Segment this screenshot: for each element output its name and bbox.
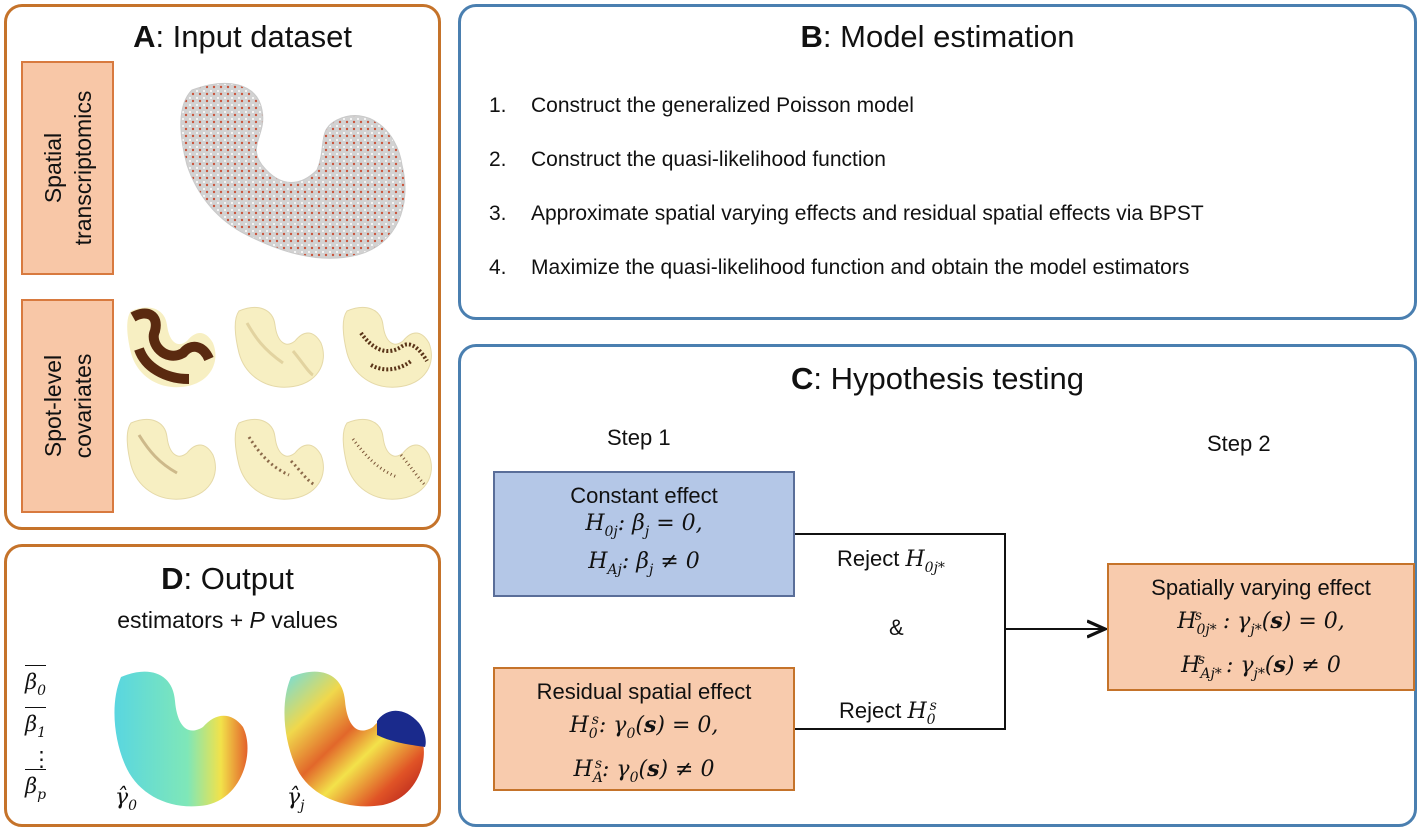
panel-d-subtitle: estimators + P values: [117, 607, 338, 633]
constant-alt-hypothesis: HAj: βj ≠ 0: [588, 549, 700, 578]
connector-residual: [795, 629, 1006, 730]
spatially-varying-effect-box: Spatially varying effect H0j*s : γj*(s) …: [1107, 563, 1415, 691]
reject-h0j-label: Reject H0j*: [837, 546, 945, 576]
covariate-map-6: [342, 419, 432, 500]
estimation-step: 3.Approximate spatial varying effects an…: [489, 202, 1204, 225]
beta-1-hat: β1: [25, 707, 47, 749]
panel-c-title: C: Hypothesis testing: [791, 361, 1084, 396]
residual-null-hypothesis: H0s: γ0(s) = 0,: [569, 712, 719, 742]
svar-alt-hypothesis: HAj*s : γj*(s) ≠ 0: [1181, 652, 1341, 682]
spot-level-covariates-label: Spot-level covariates: [21, 299, 114, 513]
spatial-transcriptomics-label: Spatial transcriptomics: [21, 61, 114, 275]
estimation-step: 4.Maximize the quasi-likelihood function…: [489, 256, 1190, 279]
covariate-maps: [121, 303, 441, 513]
spatial-transcriptomics-map: [180, 82, 406, 259]
panel-model-estimation: B: Model estimation 1.Construct the gene…: [458, 4, 1417, 320]
constant-effect-title: Constant effect: [570, 483, 718, 508]
panel-d-title: D: Output: [161, 561, 294, 596]
covariate-map-2: [234, 307, 324, 388]
panel-hypothesis-testing: C: Hypothesis testing Step 1 Step 2 Cons…: [458, 344, 1417, 827]
panel-output: D: Output estimators + P values β0 β1 ⋮ …: [4, 544, 441, 827]
residual-spatial-effect-box: Residual spatial effect H0s: γ0(s) = 0, …: [493, 667, 795, 791]
beta-0-hat: β0: [25, 665, 47, 707]
covariate-map-4: [126, 419, 216, 500]
step-1-label: Step 1: [607, 425, 671, 450]
constant-null-hypothesis: H0j: βj = 0,: [585, 511, 703, 540]
panel-b-title: B: Model estimation: [800, 19, 1075, 54]
beta-p-hat: βp: [25, 769, 47, 811]
covariate-map-5: [234, 419, 324, 500]
beta-estimators-list: β0 β1 ⋮ βp: [25, 665, 65, 811]
covariate-map-1: [127, 307, 216, 388]
ellipsis: ⋮: [31, 747, 52, 771]
gamma-0-hat-label: γ̂0: [115, 785, 138, 814]
connector-constant: [795, 533, 1006, 629]
connector-lines: [795, 533, 1420, 730]
estimation-step: 2.Construct the quasi-likelihood functio…: [489, 148, 886, 171]
covariate-map-3: [342, 307, 432, 388]
and-label: &: [889, 615, 904, 640]
residual-alt-hypothesis: HAs: γ0(s) ≠ 0: [573, 756, 715, 786]
estimation-steps: 1.Construct the generalized Poisson mode…: [489, 89, 1204, 305]
step-2-label: Step 2: [1207, 431, 1271, 456]
gamma-0-map: [114, 671, 248, 807]
svar-null-hypothesis: H0j*s : γj*(s) = 0,: [1177, 608, 1345, 638]
residual-effect-title: Residual spatial effect: [536, 679, 752, 704]
spatially-varying-title: Spatially varying effect: [1151, 575, 1371, 600]
constant-effect-box: Constant effect H0j: βj = 0, HAj: βj ≠ 0: [493, 471, 795, 597]
gamma-j-hat-label: γ̂j: [287, 785, 305, 814]
panel-input-dataset: A: Input dataset Spatial transcriptomics…: [4, 4, 441, 530]
panel-a-title: A: Input dataset: [133, 19, 352, 54]
estimation-step: 1.Construct the generalized Poisson mode…: [489, 94, 914, 117]
reject-h0s-label: Reject H0s: [839, 698, 937, 728]
gamma-j-map: [284, 671, 426, 807]
